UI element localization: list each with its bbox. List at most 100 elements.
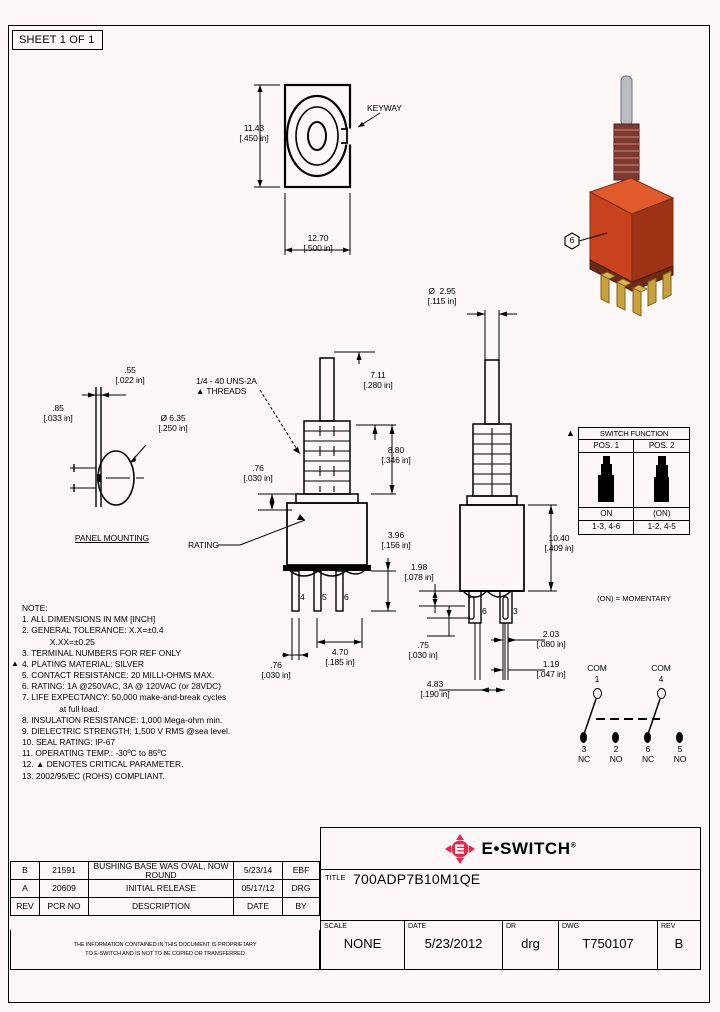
note-item: 6. RATING: 1A @250VAC, 3A @ 120VAC (or 2…: [22, 681, 230, 692]
schematic-terminal-type-6: NC: [641, 754, 655, 764]
part-number: 700ADP7B10M1QE: [353, 871, 481, 887]
schematic-terminal-type-2: NO: [609, 754, 623, 764]
scale-label: SCALE: [324, 923, 347, 930]
revision-header-rev: REV: [10, 897, 40, 916]
title-block-meta-row: SCALE NONE DATE 5/23/2012 DR drg DWG T75…: [321, 921, 700, 969]
note-item-text: at full load.: [22, 703, 100, 714]
note-item-text: 10. SEAL RATING: IP-67: [22, 737, 116, 748]
switch-function-pos2-state: (ON): [633, 507, 690, 522]
notes-block: NOTE: 1. ALL DIMENSIONS IN MM [INCH]2. G…: [11, 603, 231, 782]
iso-balloon-number: 6: [569, 235, 575, 245]
note-item-text: 7. LIFE EXPECTANCY: 50,000 make-and-brea…: [22, 692, 227, 703]
sheet-number-label: SHEET 1 OF 1: [12, 30, 103, 50]
keyway-label: KEYWAY: [367, 103, 402, 113]
switch-function-footnote: (ON) = MOMENTARY: [597, 594, 671, 603]
note-item: 11. OPERATING TEMP.: -30ºC to 85ºC: [22, 748, 230, 759]
revision-cell-by: EBF: [282, 861, 320, 880]
schematic-com-label-4: COM: [651, 663, 671, 673]
revision-cell-by: DRG: [282, 879, 320, 898]
rating-callout: RATING: [188, 540, 219, 550]
terminal-number-6: 6: [344, 592, 349, 602]
side-view: Ø 2.95 [.115 in] 10.40 [.409 in] 1.98 [.…: [404, 286, 585, 700]
revision-cell: REV B: [658, 921, 700, 969]
note-item: 13. 2002/95/EC (ROHS) COMPLIANT.: [22, 771, 230, 782]
revision-cell-pcr: 21591: [39, 861, 89, 880]
note-item: 10. SEAL RATING: IP-67: [22, 737, 230, 748]
revision-cell-date: 05/17/12: [233, 879, 283, 898]
thread-callout: 1/4 - 40 UNS-2A ▲ THREADS: [196, 376, 257, 397]
schematic-com-terminal-1: [593, 688, 602, 699]
front-pitch-dim: 4.70 [.185 in]: [325, 647, 355, 668]
revision-header-by: BY: [282, 897, 320, 916]
schematic-terminal-number-5: 5: [677, 744, 683, 754]
switch-function-pos2-header: POS. 2: [633, 439, 690, 454]
company-name-text: E•SWITCH: [481, 838, 571, 858]
revision-header-pcr: PCR NO: [39, 897, 89, 916]
terminal-number-5: 5: [322, 592, 327, 602]
side-row-spacing-dim: 4.83 [.190 in]: [420, 679, 450, 700]
note-item-text: 6. RATING: 1A @250VAC, 3A @ 120VAC (or 2…: [22, 681, 221, 692]
note-item: X.XX=±0.25: [22, 637, 230, 648]
switch-function-pos1-header: POS. 1: [577, 439, 635, 454]
top-view-height-dim: 11.43 [.450 in]: [239, 123, 269, 144]
side-terminal-thick-dim: 2.03 [.080 in]: [536, 629, 566, 650]
note-item-text: 9. DIELECTRIC STRENGTH: 1,500 V RMS @sea…: [22, 725, 231, 736]
revision-cell-description: INITIAL RELEASE: [88, 879, 234, 898]
panel-mounting-title: PANEL MOUNTING: [74, 533, 150, 543]
front-thread-length-dim: 8.80 [.346 in]: [381, 445, 411, 466]
panel-mounting-view: .55 [.022 in] .85 [.033 in] Ø 6.35 [.250…: [40, 365, 210, 555]
schematic-diagram: COM 1 COM 4 3 NC 2 NO 6 NC 5 NO: [556, 655, 706, 765]
note-item: at full load.: [22, 704, 230, 715]
schematic-terminal-type-3: NC: [577, 754, 591, 764]
scale-cell: SCALE NONE: [321, 921, 405, 969]
panel-hole-dim: Ø 6.35 [.250 in]: [158, 413, 188, 434]
schematic-com-number-4: 4: [658, 674, 664, 684]
revision-cell-date: 5/23/14: [233, 861, 283, 880]
schematic-com-terminal-4: [657, 688, 666, 699]
critical-parameter-flag-icon: ▲: [566, 428, 575, 438]
revision-value: B: [674, 936, 684, 951]
schematic-terminal-number-6: 6: [645, 744, 651, 754]
date-cell: DATE 5/23/2012: [405, 921, 503, 969]
revision-cell-pcr: 20609: [39, 879, 89, 898]
side-terminal-thin-dim: 1.19 [.047 in]: [536, 659, 566, 680]
drawing-number-cell: DWG T750107: [559, 921, 658, 969]
side-terminal-number-6: 6: [482, 606, 487, 616]
schematic-terminal-number-3: 3: [581, 744, 587, 754]
proprietary-notice-line2: TO E-SWITCH AND IS NOT TO BE COPIED OR T…: [85, 950, 245, 957]
schematic-terminal-type-5: NO: [673, 754, 687, 764]
side-terminal-offset-dim: 1.98 [.078 in]: [404, 562, 434, 583]
notes-list: 1. ALL DIMENSIONS IN MM [INCH]2. GENERAL…: [11, 614, 231, 782]
revision-cell-rev: A: [10, 879, 40, 898]
note-item: 8. INSULATION RESISTANCE: 1,000 Mega-ohm…: [22, 715, 230, 726]
switch-function-pos1-circuit: 1-3, 4-6: [577, 520, 635, 535]
note-item: 5. CONTACT RESISTANCE: 20 MILLI-OHMS MAX…: [22, 670, 230, 681]
revision-table-header-row: REV PCR NO DESCRIPTION DATE BY: [10, 897, 320, 916]
critical-parameter-flag-icon: ▲: [11, 658, 19, 668]
note-item-text: 13. 2002/95/EC (ROHS) COMPLIANT.: [22, 770, 165, 781]
note-item: 7. LIFE EXPECTANCY: 50,000 make-and-brea…: [22, 692, 230, 703]
front-washer-dim: .76 [.030 in]: [243, 463, 273, 484]
title-row: TITLE 700ADP7B10M1QE: [321, 870, 700, 921]
schematic-terminal-6: [644, 732, 651, 743]
note-item-text: 1. ALL DIMENSIONS IN MM [INCH]: [22, 614, 156, 625]
notes-heading: NOTE:: [22, 603, 48, 613]
schematic-terminal-5: [676, 732, 683, 743]
drawing-number-value: T750107: [582, 936, 634, 951]
drawing-number-label: DWG: [562, 923, 580, 930]
revision-cell-rev: B: [10, 861, 40, 880]
front-base-dim: 3.96 [.156 in]: [381, 530, 411, 551]
side-terminal-gap-dim: .75 [.030 in]: [408, 640, 438, 661]
front-terminal-width-dim: .76 [.030 in]: [261, 660, 291, 681]
switch-position-1-icon: [577, 452, 635, 509]
revision-cell-description: BUSHING BASE WAS OVAL, NOW ROUND: [88, 861, 234, 880]
front-view: 7.11 [.280 in] 8.80 [.346 in] .76 [.030 …: [188, 330, 420, 690]
note-item-text: 5. CONTACT RESISTANCE: 20 MILLI-OHMS MAX…: [22, 670, 215, 681]
switch-position-2-icon: [633, 452, 690, 509]
schematic-terminal-number-2: 2: [613, 744, 619, 754]
note-item: 1. ALL DIMENSIONS IN MM [INCH]: [22, 614, 230, 625]
note-item-text: 2. GENERAL TOLERANCE: X.X=±0.4: [22, 625, 164, 636]
date-label: DATE: [408, 923, 427, 930]
